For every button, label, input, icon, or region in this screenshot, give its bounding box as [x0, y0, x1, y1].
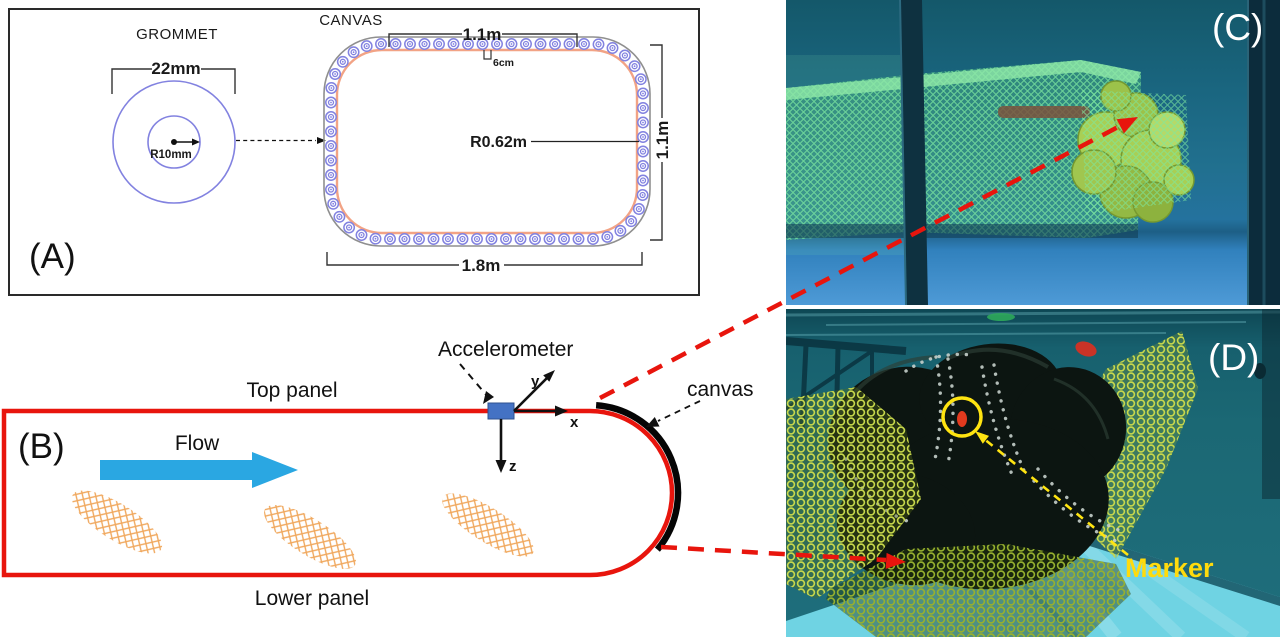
canvas-callout-label: canvas [687, 378, 754, 401]
canvas-top-width-dimension [388, 33, 578, 47]
x-axis-arrow [514, 405, 568, 417]
canvas-arc [595, 401, 682, 552]
canvas-radius-label: R0.62m [470, 134, 527, 151]
catch-hatch-1 [71, 490, 163, 554]
net-slit [998, 106, 1090, 118]
flow-arrow [100, 452, 298, 488]
x-axis-label: x [570, 414, 579, 431]
panel-c-label: (C) [1212, 7, 1263, 48]
catch-hatch-3 [442, 493, 534, 557]
panel-d-scene: Marker (D) [786, 309, 1280, 637]
green-reflection [987, 313, 1015, 321]
marker-float [957, 411, 967, 427]
flow-label: Flow [175, 432, 220, 455]
panel-a-label: (A) [29, 237, 76, 276]
catch-bundle [1071, 80, 1195, 223]
panel-c-photo: (C) [786, 0, 1280, 305]
accelerometer-pointer-dashed-arrow [459, 363, 494, 404]
panel-b-label: (B) [18, 427, 65, 466]
dark-blob [1254, 363, 1266, 379]
grommet-radius-arrow [174, 138, 200, 146]
grommet-diameter-label: 22mm [151, 59, 200, 78]
y-axis-arrow [513, 370, 555, 412]
canvas-bottom-width-label: 1.8m [462, 256, 501, 275]
canvas-height-label: 1.1m [653, 121, 672, 160]
grommet-radius-label: R10mm [150, 149, 192, 161]
panel-b: Top panel Lower panel (B) Flow Accelerom… [1, 338, 754, 610]
grommet-spacing-label: 6cm [493, 57, 514, 69]
accelerometer-sensor [487, 402, 515, 420]
z-axis-label: z [509, 458, 517, 475]
top-panel-label: Top panel [246, 379, 337, 402]
y-axis-label: y [531, 373, 540, 390]
detail-connector-dashed-arrow [236, 137, 326, 144]
canvas-top-width-label: 1.1m [463, 25, 502, 44]
grommet-title: GROMMET [136, 26, 218, 43]
grommet-outer-circle [112, 80, 236, 204]
panel-d-photo: Marker (D) [786, 309, 1280, 637]
lower-panel-label: Lower panel [255, 587, 369, 610]
grommet-diameter-dimension [111, 68, 236, 94]
panel-d-label: (D) [1208, 337, 1259, 378]
grommet-spacing-bracket [483, 50, 492, 60]
canvas-title: CANVAS [319, 12, 383, 29]
z-axis-arrow [495, 419, 507, 473]
catch-hatch-2 [264, 505, 356, 569]
accelerometer-label: Accelerometer [438, 338, 573, 361]
panel-c-scene: (C) [786, 0, 1280, 305]
panel-a: GROMMET 22mm R10mm CANVAS [8, 8, 700, 296]
marker-label: Marker [1125, 553, 1214, 583]
canvas-callout-dashed-arrow [646, 400, 701, 427]
marker-dashed-arrow [975, 431, 1129, 557]
codend-outline [1, 408, 675, 578]
right-dark-edge [1262, 309, 1280, 499]
